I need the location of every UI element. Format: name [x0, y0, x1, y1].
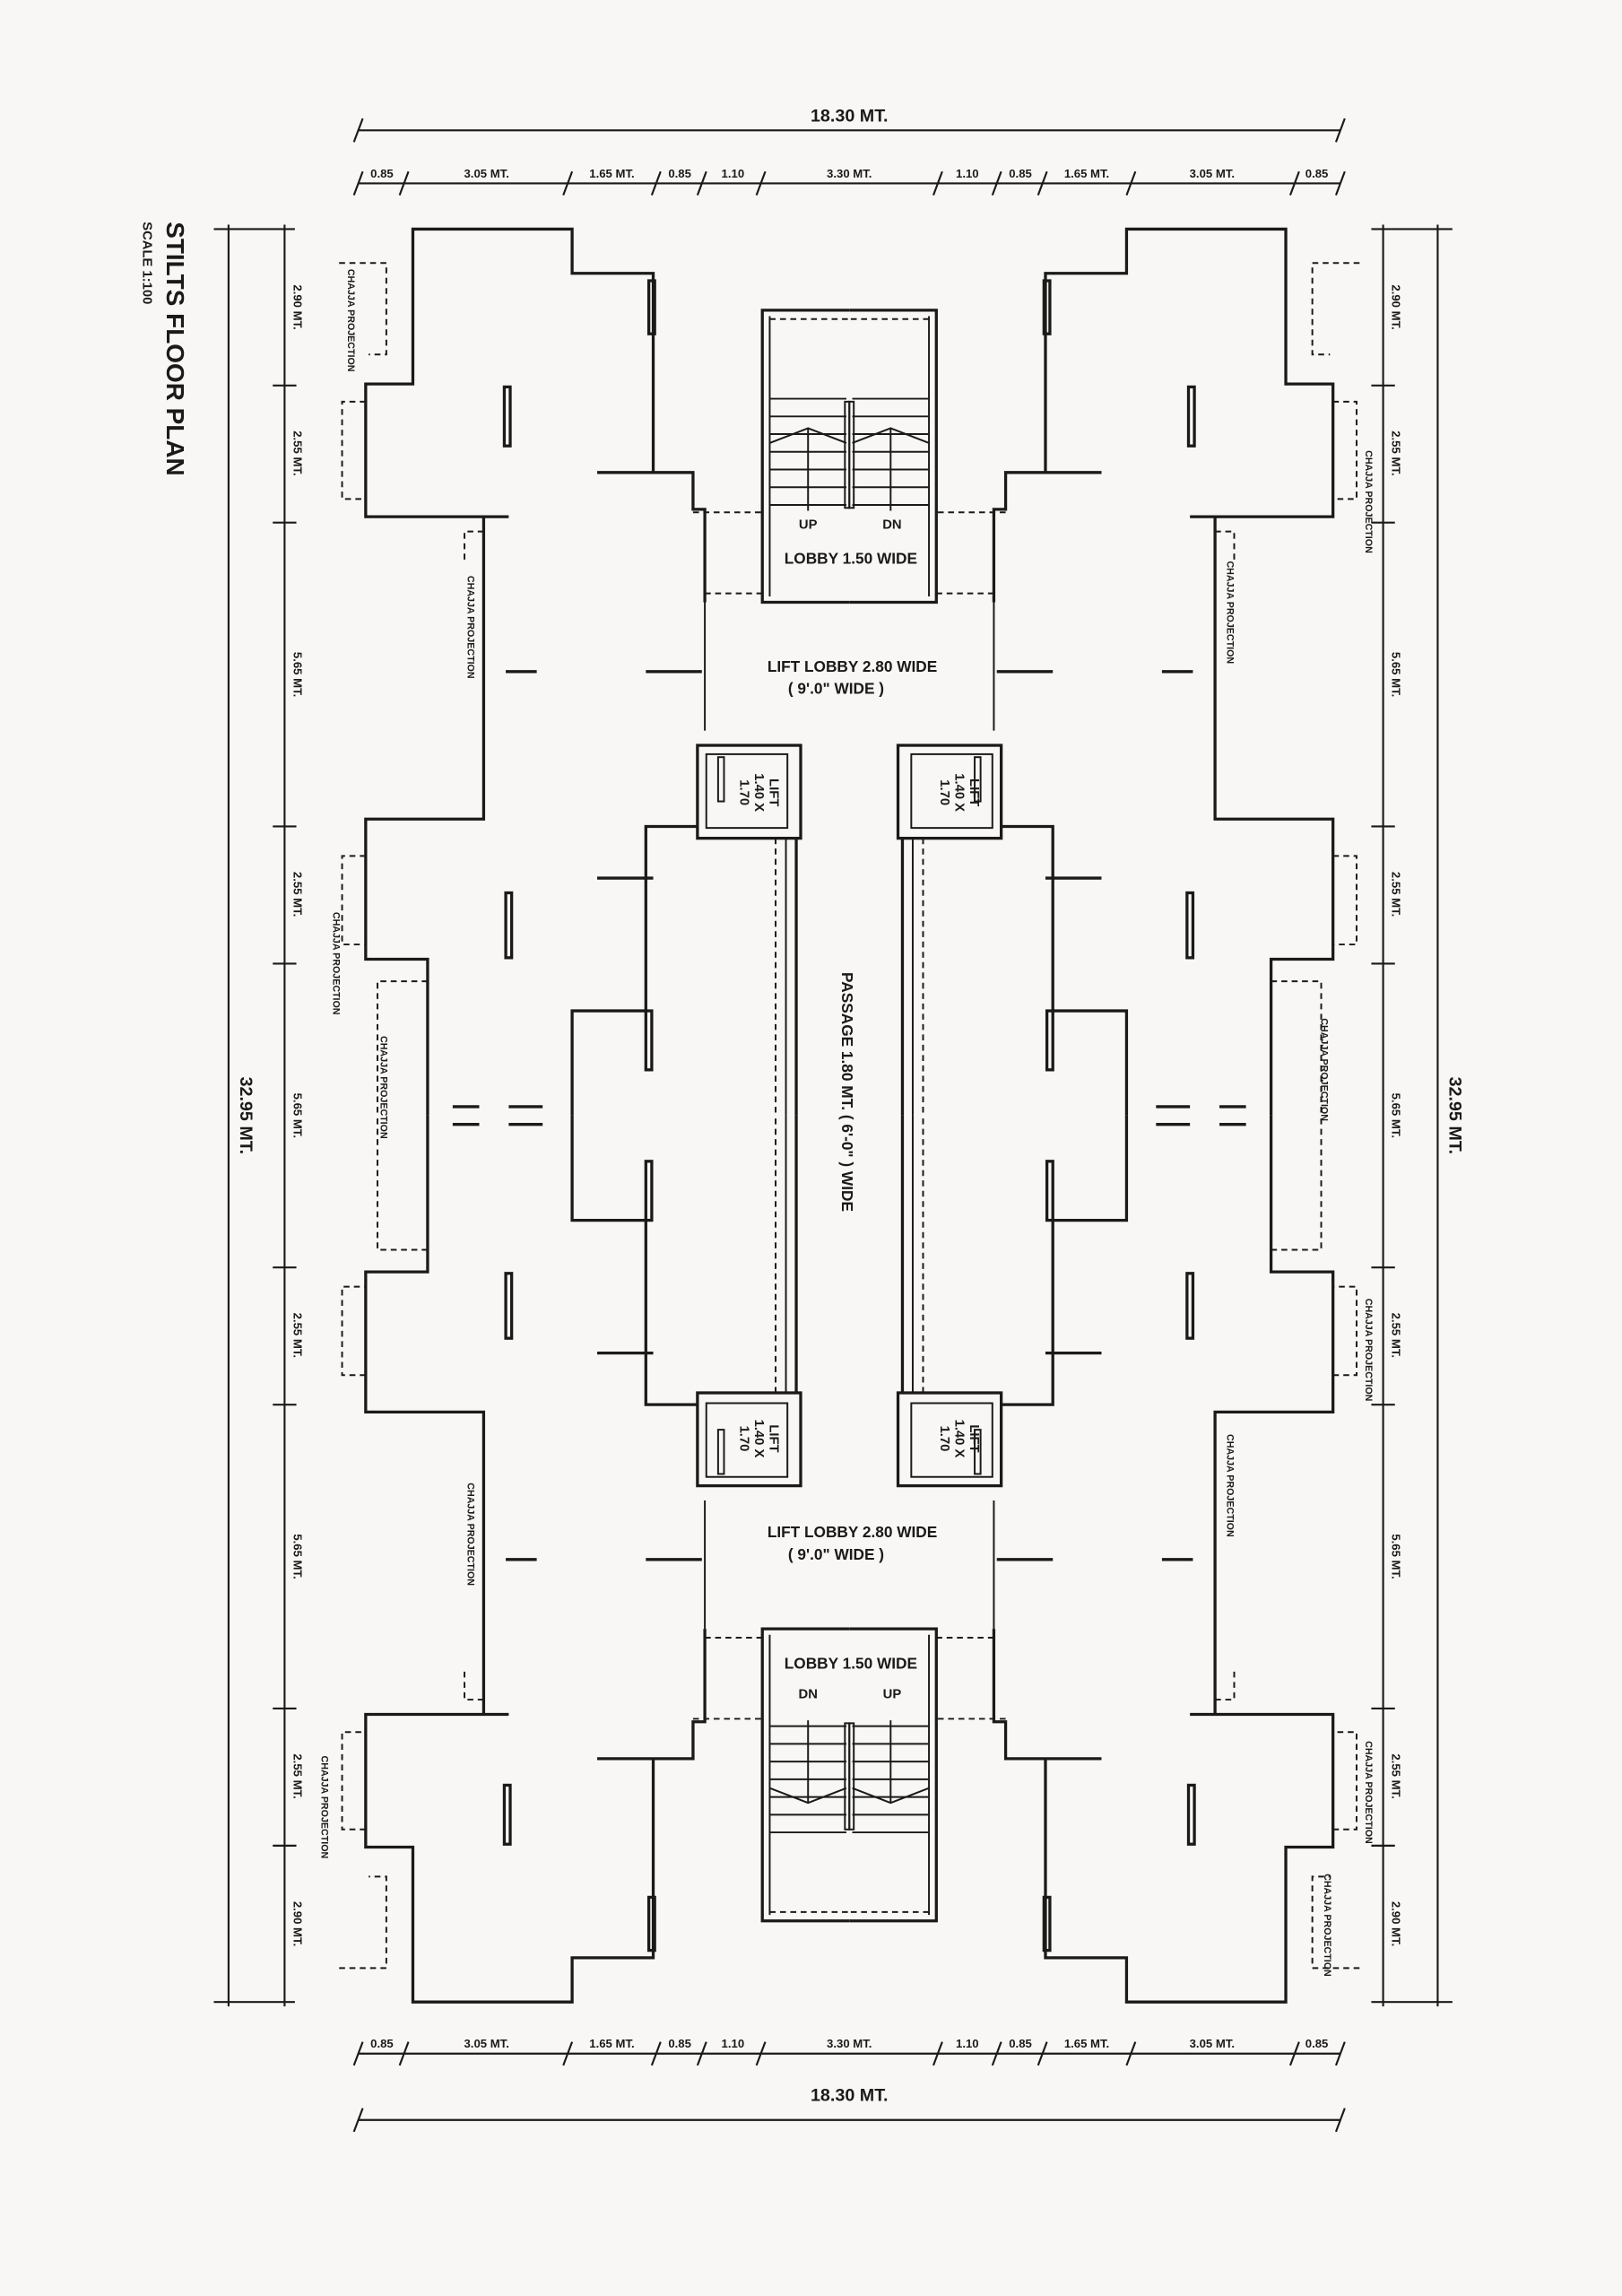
lift-label: LIFT	[967, 778, 981, 806]
length-seg-3: 5.65 MT.	[291, 652, 304, 697]
chajja-label: CHAJJA PROJECTION	[1363, 1299, 1374, 1402]
length-seg-1: 2.90 MT.	[1389, 284, 1402, 329]
overall-length-left: 32.95 MT.	[236, 1077, 256, 1155]
lift-size: 1.70	[737, 1426, 751, 1452]
left-dimensions: 32.95 MT. 2.90 MT. 2.55 MT. 5.65 MT. 2.5…	[213, 224, 304, 2007]
length-seg-7: 5.65 MT.	[291, 1534, 304, 1578]
overall-width-top: 18.30 MT.	[811, 106, 889, 126]
chajja-label: CHAJJA PROJECTION	[319, 1756, 330, 1859]
right-dimensions: 32.95 MT. 2.90 MT. 2.55 MT. 5.65 MT. 2.5…	[1371, 224, 1465, 2007]
width-seg-2: 3.05 MT.	[464, 167, 508, 180]
chajja-label: CHAJJA PROJECTION	[331, 912, 342, 1015]
overall-width-bottom: 18.30 MT.	[811, 2085, 889, 2105]
length-seg-1: 2.90 MT.	[291, 284, 304, 329]
lift-lobby-imperial-top: ( 9'.0" WIDE )	[788, 679, 884, 697]
width-seg-6: 3.30 MT.	[827, 167, 872, 180]
length-seg-2: 2.55 MT.	[1389, 430, 1402, 475]
plan-scale: SCALE 1:100	[140, 222, 154, 304]
length-seg-9: 2.90 MT.	[1389, 1901, 1402, 1946]
length-seg-6: 2.55 MT.	[291, 1313, 304, 1358]
chajja-label: CHAJJA PROJECTION	[377, 1036, 388, 1139]
lift-lobby-label-top: LIFT LOBBY 2.80 WIDE	[768, 657, 937, 675]
length-seg-4: 2.55 MT.	[291, 872, 304, 917]
stair-up-label: UP	[799, 517, 818, 532]
width-seg-1: 0.85	[370, 2037, 394, 2050]
chajja-label: CHAJJA PROJECTION	[1363, 450, 1374, 553]
length-seg-8: 2.55 MT.	[1389, 1753, 1402, 1798]
stair-dn-label-bottom: DN	[799, 1687, 818, 1701]
length-seg-6: 2.55 MT.	[1389, 1313, 1402, 1358]
overall-length-right: 32.95 MT.	[1445, 1077, 1465, 1155]
lobby-label-top: LOBBY 1.50 WIDE	[785, 550, 917, 568]
lift-labels: LIFT 1.40 X 1.70 LIFT 1.40 X 1.70 LIFT 1…	[737, 773, 982, 1457]
length-seg-9: 2.90 MT.	[291, 1901, 304, 1946]
width-seg-8: 0.85	[1009, 167, 1032, 180]
length-seg-3: 5.65 MT.	[1389, 652, 1402, 697]
bottom-dimensions: 18.30 MT. 0.85 3.05 MT. 1.65 MT. 0.85 1.…	[352, 2037, 1346, 2133]
chajja-label: CHAJJA PROJECTION	[1224, 1434, 1235, 1537]
passage-label: PASSAGE 1.80 MT. ( 6'-0" ) WIDE	[838, 972, 856, 1212]
plan-title: STILTS FLOOR PLAN	[161, 222, 189, 476]
width-seg-10: 3.05 MT.	[1190, 2037, 1235, 2050]
width-seg-8: 0.85	[1009, 2037, 1032, 2050]
width-seg-3: 1.65 MT.	[589, 2037, 634, 2050]
chajja-label: CHAJJA PROJECTION	[1224, 561, 1235, 664]
chajja-label: CHAJJA PROJECTION	[345, 269, 356, 372]
width-seg-10: 3.05 MT.	[1190, 167, 1235, 180]
width-seg-7: 1.10	[956, 2037, 979, 2050]
width-seg-4: 0.85	[668, 2037, 691, 2050]
length-seg-8: 2.55 MT.	[291, 1753, 304, 1798]
chajja-label: CHAJJA PROJECTION	[464, 576, 475, 679]
stair-up-label-bottom: UP	[883, 1687, 902, 1701]
lift-size: 1.40 X	[751, 1420, 766, 1458]
width-seg-6: 3.30 MT.	[827, 2037, 872, 2050]
length-seg-5: 5.65 MT.	[291, 1093, 304, 1138]
width-seg-9: 1.65 MT.	[1064, 167, 1109, 180]
width-seg-2: 3.05 MT.	[464, 2037, 508, 2050]
lift-size: 1.70	[937, 1426, 951, 1452]
lift-size: 1.40 X	[952, 1420, 967, 1458]
lift-size: 1.70	[737, 779, 751, 805]
chajja-label: CHAJJA PROJECTION	[1363, 1741, 1374, 1844]
lift-size: 1.70	[937, 779, 951, 805]
lift-size: 1.40 X	[952, 773, 967, 812]
lift-label: LIFT	[967, 1424, 981, 1452]
chajja-label: CHAJJA PROJECTION	[464, 1483, 475, 1586]
lobby-label-bottom: LOBBY 1.50 WIDE	[785, 1655, 917, 1673]
lift-label: LIFT	[766, 1424, 780, 1452]
lift-lobby-imperial-bottom: ( 9'.0" WIDE )	[788, 1545, 884, 1563]
stair-dn-label: DN	[882, 517, 901, 532]
length-seg-4: 2.55 MT.	[1389, 872, 1402, 917]
chajja-label: CHAJJA PROJECTION	[1322, 1874, 1332, 1977]
width-seg-11: 0.85	[1305, 167, 1329, 180]
lift-size: 1.40 X	[751, 773, 766, 812]
length-seg-2: 2.55 MT.	[291, 430, 304, 475]
top-dimensions: 18.30 MT. 0.85 3.05 MT. 1.65 MT. 0.85 1.…	[352, 106, 1346, 196]
width-seg-7: 1.10	[956, 167, 979, 180]
lift-label: LIFT	[766, 778, 780, 806]
chajja-label: CHAJJA PROJECTION	[1319, 1018, 1330, 1121]
width-seg-1: 0.85	[370, 167, 394, 180]
width-seg-11: 0.85	[1305, 2037, 1329, 2050]
length-seg-7: 5.65 MT.	[1389, 1534, 1402, 1578]
lift-lobby-label-bottom: LIFT LOBBY 2.80 WIDE	[768, 1523, 937, 1541]
width-seg-5: 1.10	[722, 2037, 745, 2050]
width-seg-3: 1.65 MT.	[589, 167, 634, 180]
length-seg-5: 5.65 MT.	[1389, 1093, 1402, 1138]
width-seg-4: 0.85	[668, 167, 691, 180]
width-seg-9: 1.65 MT.	[1064, 2037, 1109, 2050]
chajja-labels: CHAJJA PROJECTION CHAJJA PROJECTION CHAJ…	[319, 269, 1374, 1977]
width-seg-5: 1.10	[722, 167, 745, 180]
